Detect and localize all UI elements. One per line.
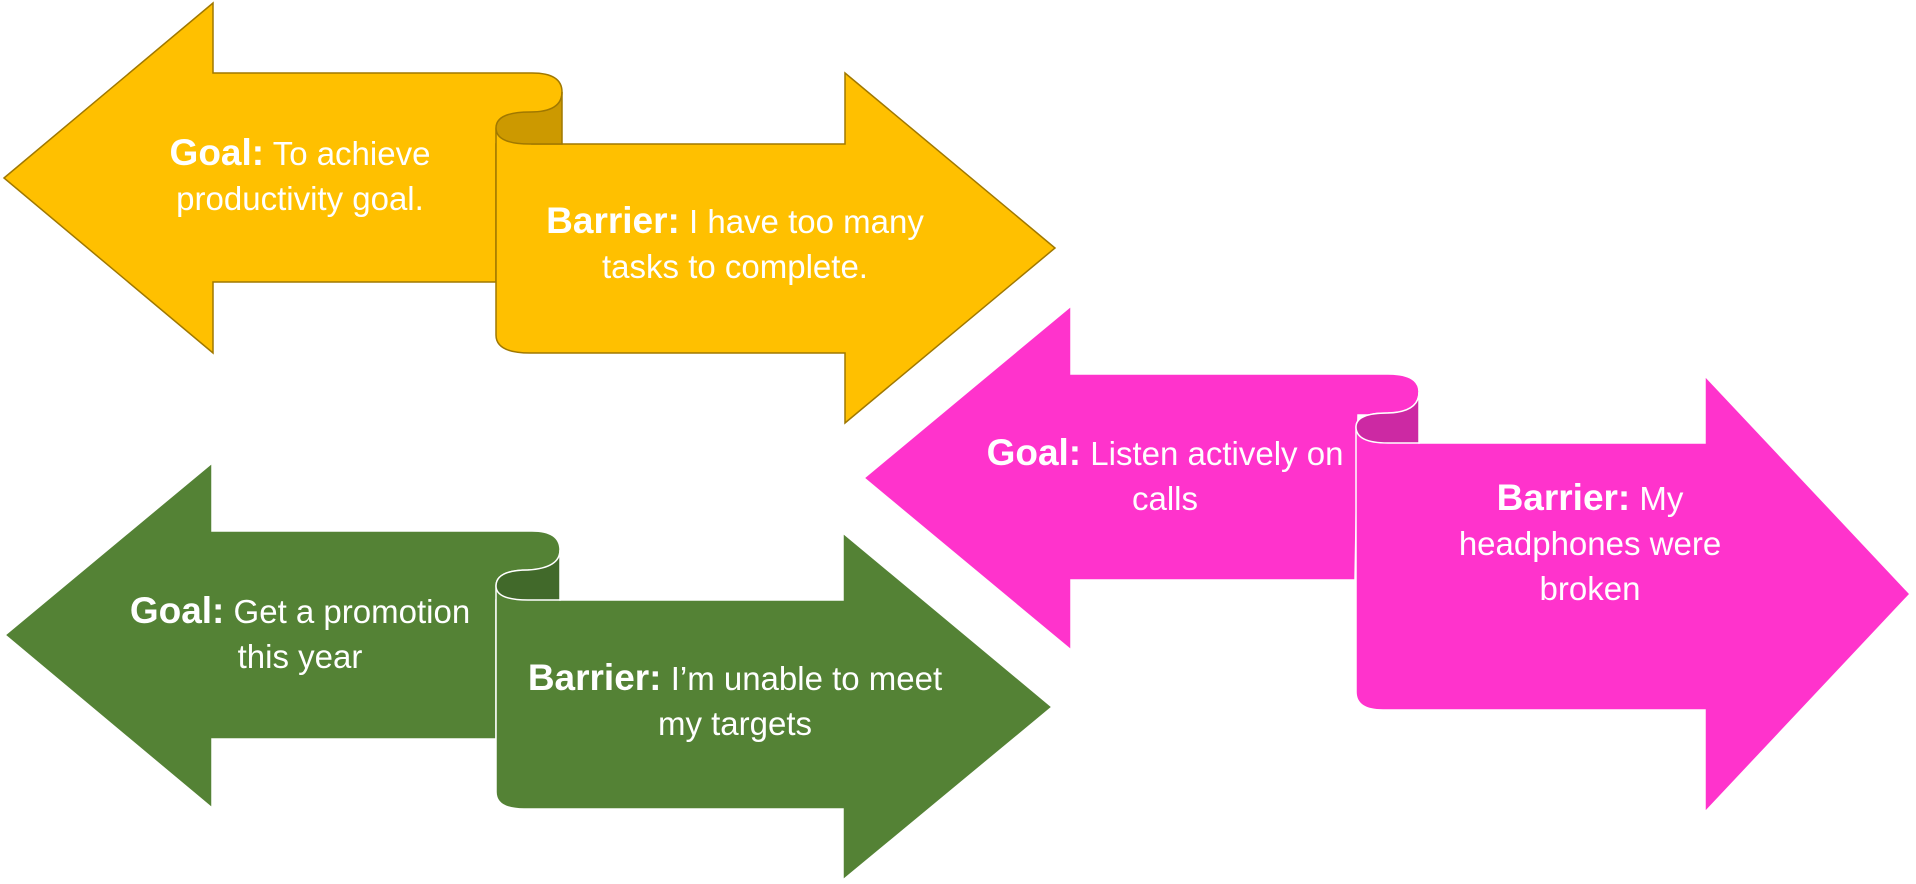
pair-promotion xyxy=(3,461,1054,882)
barrier-text-listening: Barrier: My headphones were broken xyxy=(1430,475,1750,611)
pair-productivity xyxy=(2,1,1057,425)
goal-value: Listen actively on calls xyxy=(1090,435,1344,517)
barrier-label: Barrier: xyxy=(1496,477,1631,518)
goal-label: Goal: xyxy=(169,132,265,173)
goal-value: To achieve productivity goal. xyxy=(176,135,431,217)
goal-value: Get a promotion this year xyxy=(233,593,471,675)
fold-promotion xyxy=(495,549,561,601)
goal-text-productivity: Goal: To achieve productivity goal. xyxy=(110,130,490,221)
pair-listening xyxy=(862,304,1912,814)
barrier-label: Barrier: xyxy=(527,657,662,698)
barrier-label: Barrier: xyxy=(546,200,680,241)
goal-text-listening: Goal: Listen actively on calls xyxy=(980,430,1350,521)
barrier-value: My headphones were broken xyxy=(1458,480,1722,607)
barrier-text-productivity: Barrier: I have too many tasks to comple… xyxy=(520,198,950,289)
fold-productivity xyxy=(495,91,563,145)
barrier-value: I’m unable to meet my targets xyxy=(657,660,943,742)
barrier-text-promotion: Barrier: I’m unable to meet my targets xyxy=(525,655,945,746)
goal-label: Goal: xyxy=(986,432,1082,473)
fold-listening xyxy=(1355,391,1420,444)
barrier-value: I have too many tasks to complete. xyxy=(602,203,924,285)
goal-text-promotion: Goal: Get a promotion this year xyxy=(120,588,480,679)
goal-label: Goal: xyxy=(129,590,225,631)
